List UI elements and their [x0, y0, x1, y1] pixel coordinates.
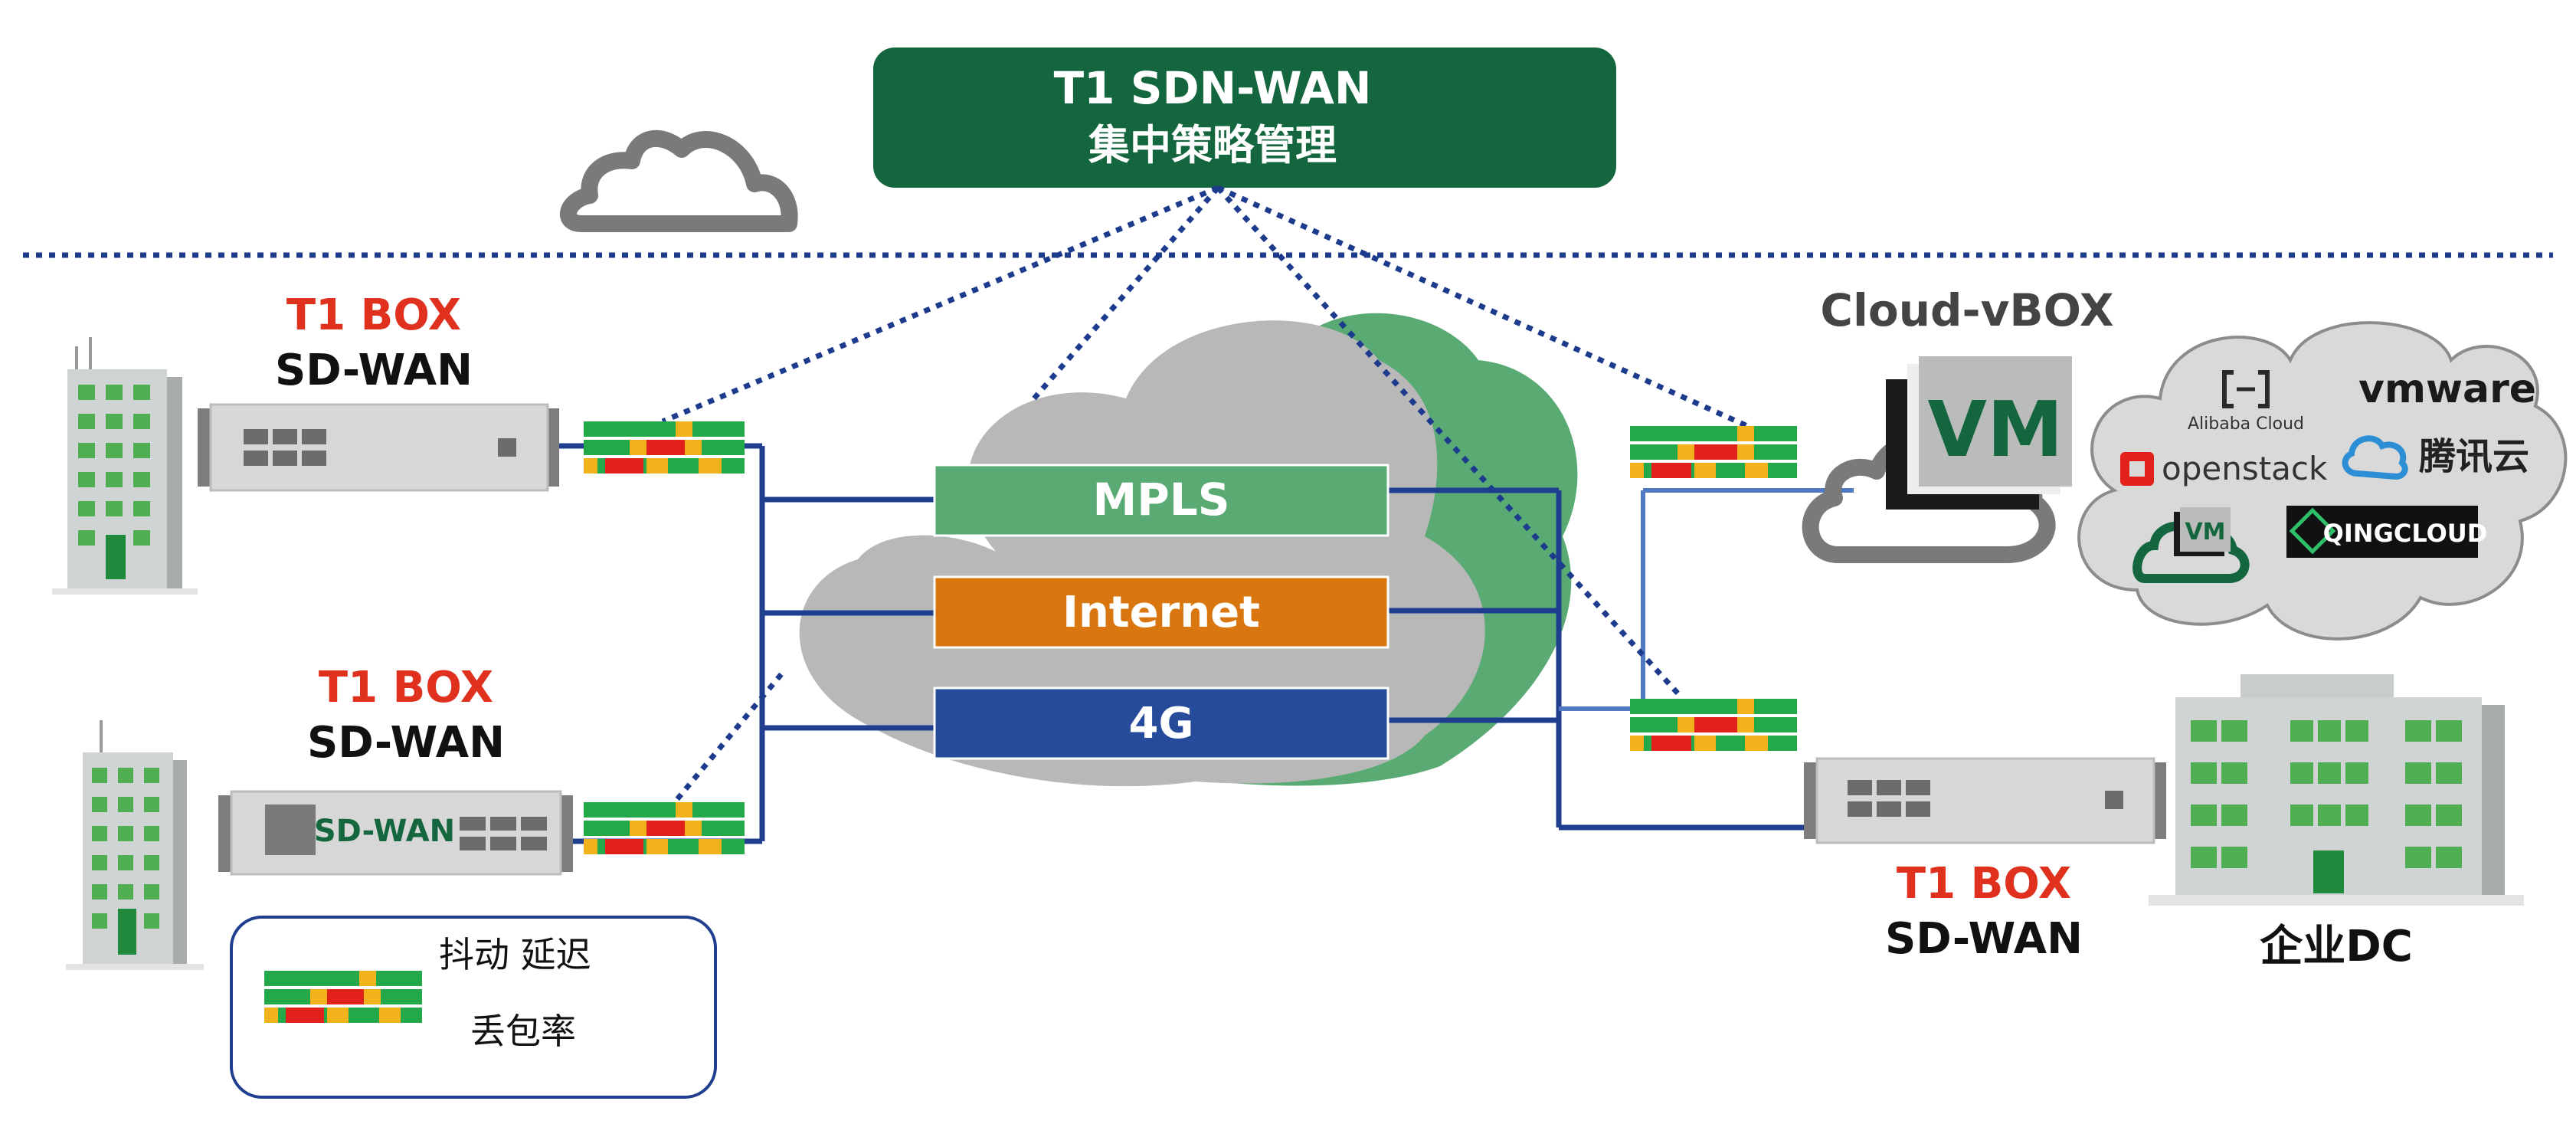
dc-site-label: 企业DC: [2260, 922, 2413, 972]
legend-jitter-latency: 抖动 延迟: [439, 934, 591, 975]
branch1-brand: T1 BOX: [286, 290, 461, 340]
quality-meter-branch1: [584, 421, 745, 474]
controller-subtitle: 集中策略管理: [1088, 121, 1337, 169]
branch1-device: [198, 403, 559, 492]
legend-meter: [264, 971, 422, 1023]
transport-internet-label: Internet: [1062, 588, 1260, 637]
branch2-building: [66, 720, 204, 970]
branch1-product: SD-WAN: [275, 346, 473, 395]
alibaba-cloud-text: Alibaba Cloud: [2188, 415, 2304, 434]
transport-mpls-label: MPLS: [1093, 474, 1230, 526]
alibaba-cloud-logo: Alibaba Cloud: [2188, 370, 2304, 434]
wan-cloud: [799, 313, 1578, 787]
branch1-building: [52, 337, 198, 595]
branch2-device-label: SD-WAN: [314, 814, 455, 849]
dc-product: SD-WAN: [1885, 914, 2083, 964]
dc-device: [1804, 757, 2166, 844]
tencent-cloud-logo: 腾讯云: [2342, 435, 2529, 480]
openstack-text: openstack: [2162, 450, 2328, 487]
transport-internet: Internet: [933, 575, 1389, 649]
controller-cloud-outline: [559, 129, 798, 232]
mini-vm-text: VM: [2185, 519, 2225, 546]
transport-4g: 4G: [933, 687, 1389, 760]
vmware-logo: vmware: [2358, 366, 2536, 412]
vm-label: VM: [1928, 385, 2064, 474]
quality-meter-dc: [1630, 699, 1797, 751]
legend-box: 抖动 延迟 丢包率: [230, 916, 717, 1099]
transport-4g-label: 4G: [1129, 699, 1194, 749]
dc-building: [2149, 674, 2524, 906]
control-plane-lines: [661, 185, 1756, 814]
quality-meter-branch2: [584, 802, 745, 854]
vbox-links: [1559, 488, 1854, 711]
right-links: [1386, 487, 1808, 831]
quality-meter-vbox: [1630, 426, 1797, 478]
legend-packet-loss: 丢包率: [470, 1011, 576, 1052]
tencent-cloud-text: 腾讯云: [2419, 435, 2529, 478]
openstack-logo: openstack: [2120, 450, 2328, 487]
mini-vm-cloud-icon: VM: [2132, 507, 2250, 583]
vm-box: VM: [1886, 356, 2072, 510]
branch2-device: SD-WAN: [218, 790, 573, 876]
transport-mpls: MPLS: [933, 464, 1389, 537]
qingcloud-logo: QINGCLOUD: [2286, 506, 2487, 558]
cloud-vbox-label: Cloud-vBOX: [1820, 284, 2113, 336]
dc-brand: T1 BOX: [1897, 859, 2071, 909]
controller-title: T1 SDN-WAN: [1054, 62, 1372, 114]
providers-cloud: [2077, 321, 2568, 641]
qingcloud-text: QINGCLOUD: [2323, 519, 2488, 548]
controller-banner: T1 SDN-WAN 集中策略管理: [873, 48, 1616, 188]
branch2-product: SD-WAN: [307, 718, 505, 768]
branch2-brand: T1 BOX: [319, 663, 493, 713]
